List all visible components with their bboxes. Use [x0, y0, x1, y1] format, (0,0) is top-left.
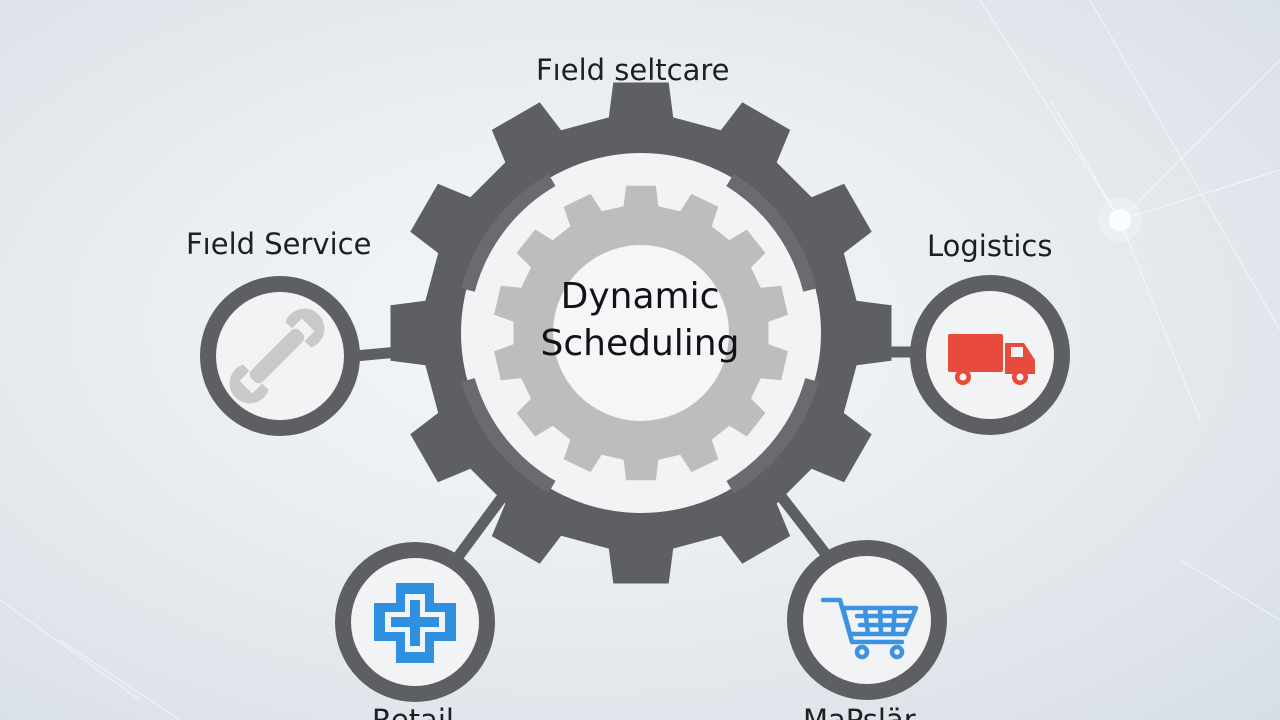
- node-marketplace: [787, 540, 947, 700]
- node-logistics: [910, 275, 1070, 435]
- wrench-icon: [229, 308, 325, 404]
- network-node: [1109, 209, 1131, 231]
- node-label-top: Fıeld seltcare: [536, 53, 730, 87]
- node-label-retail: Retail: [372, 703, 454, 720]
- connector-bottom-left: [446, 494, 506, 571]
- node-label-field-service: Fıeld Service: [186, 227, 372, 261]
- node-label-marketplace: MaPslär: [803, 703, 916, 720]
- truck-icon: [948, 334, 1035, 385]
- connector-bottom-right: [774, 489, 838, 568]
- shopping-cart-icon: [820, 597, 919, 660]
- center-title-line1: Dynamic: [560, 276, 720, 317]
- node-label-logistics: Logistics: [927, 229, 1053, 263]
- gear-ring-segments: [461, 173, 819, 494]
- network-node: [1098, 198, 1142, 242]
- node-field-service: [200, 276, 360, 436]
- inner-gear-hub: [553, 245, 729, 421]
- center-title-line2: Scheduling: [540, 323, 740, 364]
- node-retail: [335, 542, 495, 702]
- medical-cross-icon: [374, 583, 456, 663]
